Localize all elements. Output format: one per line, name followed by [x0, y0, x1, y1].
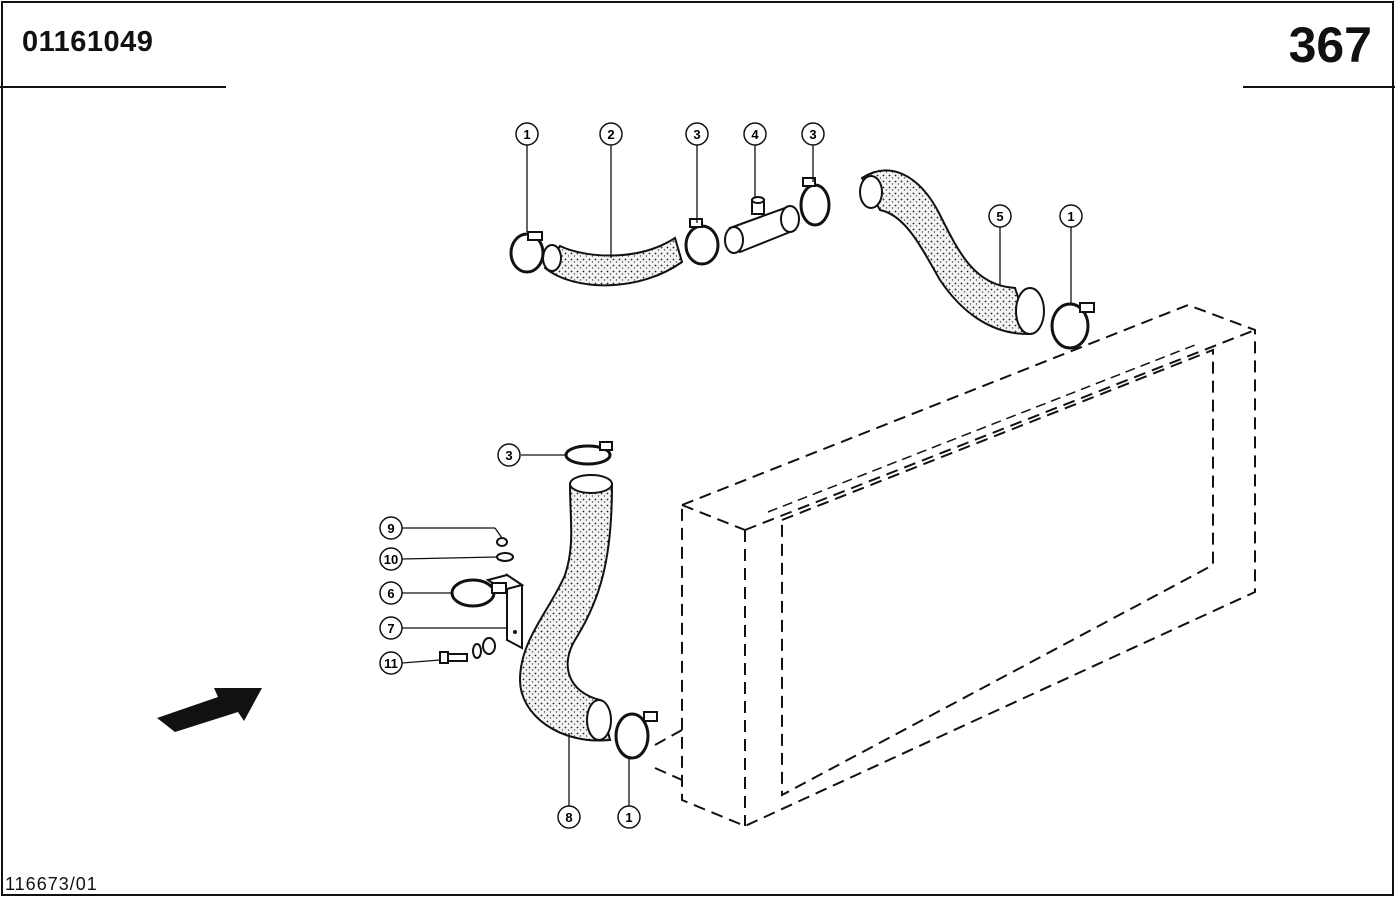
svg-text:3: 3 [809, 127, 816, 142]
header-rule-left [0, 86, 226, 88]
svg-text:1: 1 [625, 810, 632, 825]
page-number: 367 [1288, 17, 1372, 73]
hose-lower-s-shaped [518, 474, 614, 742]
hose-clamp-lower-bottom [614, 711, 658, 760]
callout-10: 10 [379, 547, 403, 571]
callout-5: 5 [988, 204, 1012, 228]
drawing-reference: 116673/01 [5, 874, 98, 894]
direction-arrow [157, 688, 262, 732]
hose-clamp-upper-left [509, 231, 545, 274]
callout-4: 4 [743, 122, 767, 146]
hose-upper-s-shaped [859, 169, 1045, 336]
svg-text:8: 8 [565, 810, 572, 825]
callout-1-upper-left: 1 [515, 122, 539, 146]
callout-3-upper-a: 3 [685, 122, 709, 146]
svg-text:3: 3 [505, 448, 512, 463]
svg-text:9: 9 [387, 521, 394, 536]
hose-upper-curved [542, 236, 684, 287]
callout-8: 8 [557, 805, 581, 829]
svg-text:10: 10 [384, 552, 398, 567]
callout-3-lower: 3 [497, 443, 521, 467]
svg-text:11: 11 [384, 656, 398, 671]
callout-7: 7 [379, 616, 403, 640]
tee-fitting [724, 196, 800, 254]
svg-text:4: 4 [751, 127, 759, 142]
callout-11: 11 [379, 651, 403, 675]
svg-text:3: 3 [693, 127, 700, 142]
hose-clamp-upper-b [799, 177, 831, 227]
intercooler-outline [654, 303, 1256, 828]
svg-text:2: 2 [607, 127, 614, 142]
svg-text:5: 5 [996, 209, 1003, 224]
callout-1-upper-right: 1 [1059, 204, 1083, 228]
leader-lines [401, 145, 1072, 806]
callout-6: 6 [379, 581, 403, 605]
bracket-assembly [439, 537, 525, 664]
document-number: 01161049 [22, 26, 154, 58]
callout-1-lower: 1 [617, 805, 641, 829]
header-rule-right [1243, 86, 1395, 88]
callout-9: 9 [379, 516, 403, 540]
svg-text:1: 1 [1067, 209, 1074, 224]
svg-text:6: 6 [387, 586, 394, 601]
hose-clamp-lower-top [564, 441, 613, 466]
callout-3-upper-b: 3 [801, 122, 825, 146]
svg-text:1: 1 [523, 127, 530, 142]
hose-clamp-upper-a [684, 218, 720, 266]
hose-clamp-upper-right [1050, 302, 1095, 350]
callout-2: 2 [599, 122, 623, 146]
svg-text:7: 7 [387, 621, 394, 636]
